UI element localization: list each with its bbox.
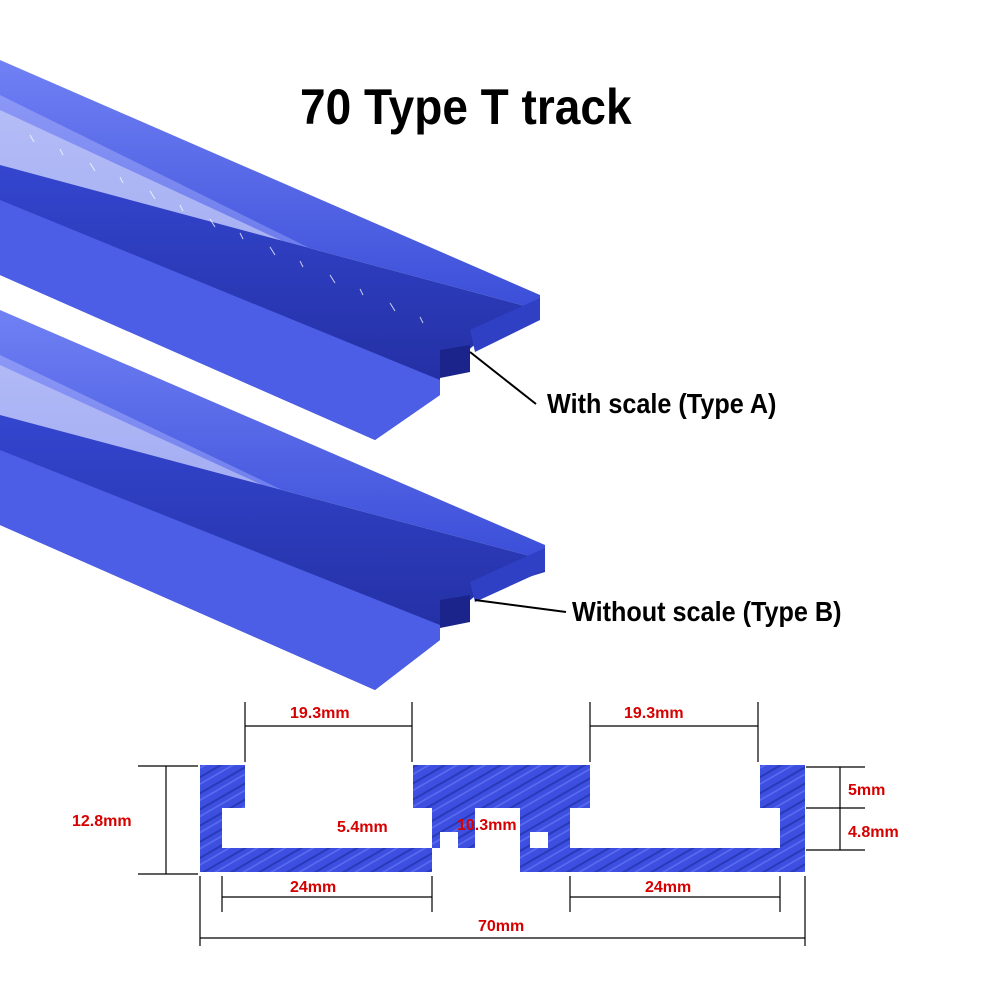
dim-height: 12.8mm <box>72 813 132 830</box>
dim-slot-bottom-right: 24mm <box>645 879 691 896</box>
dim-slot-top-left: 19.3mm <box>290 705 350 722</box>
page-title: 70 Type T track <box>300 79 632 135</box>
dim-total-width: 70mm <box>478 918 524 935</box>
scale-ticks <box>29 134 424 324</box>
rail-type-a <box>0 60 540 440</box>
dimension-labels: 19.3mm 19.3mm 12.8mm 5.4mm 10.3mm 5mm 4.… <box>72 705 899 935</box>
dim-lip-thickness: 5mm <box>848 782 885 799</box>
dim-center-depth: 5.4mm <box>337 819 388 836</box>
dim-slot-top-right: 19.3mm <box>624 705 684 722</box>
callout-type-a: With scale (Type A) <box>547 388 777 419</box>
callout-type-b: Without scale (Type B) <box>572 596 842 627</box>
rail-type-b <box>0 310 567 690</box>
dim-center-width: 10.3mm <box>457 817 517 834</box>
dim-slot-depth: 4.8mm <box>848 824 899 841</box>
callout-line-a <box>469 351 537 405</box>
cross-section-profile <box>200 765 805 872</box>
dim-slot-bottom-left: 24mm <box>290 879 336 896</box>
dimension-lines <box>138 702 865 946</box>
callout-line-b <box>474 599 567 613</box>
